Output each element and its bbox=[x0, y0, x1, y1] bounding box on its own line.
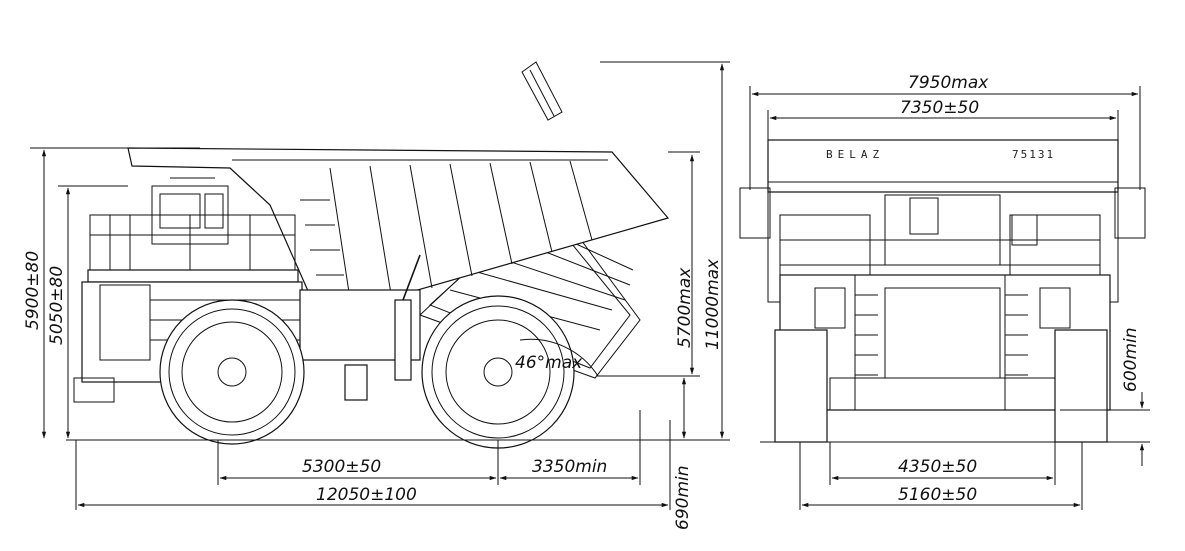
dim-length: 12050±100 bbox=[316, 485, 417, 505]
front-view bbox=[739, 139, 1150, 443]
dim-track-front: 4350±50 bbox=[898, 457, 977, 477]
dim-height-guard: 5900±80 bbox=[23, 251, 43, 330]
front-dimensions bbox=[749, 86, 1150, 510]
rear-wheel bbox=[421, 295, 575, 449]
dim-front-clearance: 600min bbox=[1121, 327, 1141, 392]
dim-height-tipped: 11000max bbox=[703, 258, 723, 350]
dim-height-cab: 5050±80 bbox=[47, 266, 67, 345]
dump-body bbox=[127, 147, 670, 319]
side-view bbox=[66, 61, 670, 449]
dim-height-hinge: 5700max bbox=[675, 267, 695, 348]
dim-dump-angle: 46°max bbox=[515, 353, 583, 373]
dim-rear-overhang: 3350min bbox=[532, 457, 607, 477]
dim-track-outer: 5160±50 bbox=[898, 485, 977, 505]
front-tires bbox=[774, 329, 1108, 443]
dim-width-max: 7950max bbox=[908, 73, 989, 93]
front-wheel bbox=[159, 299, 305, 445]
brand-label: BELAZ bbox=[826, 148, 884, 161]
model-label: 75131 bbox=[1012, 148, 1055, 161]
front-dump-body bbox=[739, 139, 1146, 303]
side-dimensions bbox=[30, 61, 730, 510]
dim-width-body: 7350±50 bbox=[900, 98, 979, 118]
front-guard-deck bbox=[779, 194, 1101, 276]
dim-wheelbase: 5300±50 bbox=[302, 457, 381, 477]
dim-ground-clearance: 690min bbox=[673, 465, 693, 530]
